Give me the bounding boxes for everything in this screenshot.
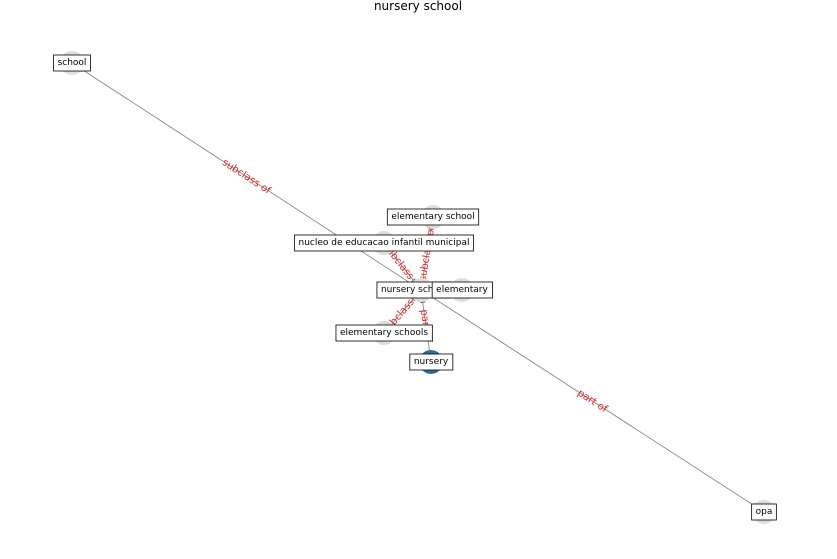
node-label-text: school	[58, 58, 87, 68]
node-label-text: nucleo de educacao infantil municipal	[299, 238, 470, 248]
edge-label-nursery-school-to-school: subclass of	[220, 157, 273, 197]
node-label-text: elementary school	[391, 212, 474, 222]
node-label-elementary-school: elementary school	[386, 208, 480, 226]
node-label-text: nursery	[414, 357, 449, 367]
edge-label-nursery-school-to-elementary-school: subclass of	[418, 225, 438, 282]
node-label-elementary-schools: elementary schools	[335, 324, 433, 342]
node-label-nursery: nursery	[409, 353, 454, 371]
node-label-school: school	[53, 54, 91, 72]
node-label-box	[751, 503, 777, 521]
node-label-text: opa	[756, 507, 773, 517]
edge-nursery-school-to-school	[78, 66, 422, 291]
node-label-box	[335, 324, 433, 342]
node-labels-layer: school opa elementary school nucleo de educ…	[53, 54, 777, 521]
node-label-box	[431, 281, 493, 299]
node-label-text: nursery school	[381, 285, 447, 295]
node-label-elementary: elementary	[431, 281, 493, 299]
node-label-box	[294, 234, 474, 252]
node-label-box	[386, 208, 480, 226]
edge-label-nursery-school-to-opa: part of	[575, 388, 609, 416]
node-label-box	[53, 54, 91, 72]
graph-title: nursery school	[374, 0, 462, 13]
node-label-text: elementary schools	[340, 328, 428, 338]
node-label-text: elementary	[436, 285, 488, 295]
node-label-nucleo: nucleo de educacao infantil municipal	[294, 234, 474, 252]
node-label-box	[409, 353, 454, 371]
node-label-opa: opa	[751, 503, 777, 521]
edge-nursery-school-to-opa	[420, 289, 758, 509]
